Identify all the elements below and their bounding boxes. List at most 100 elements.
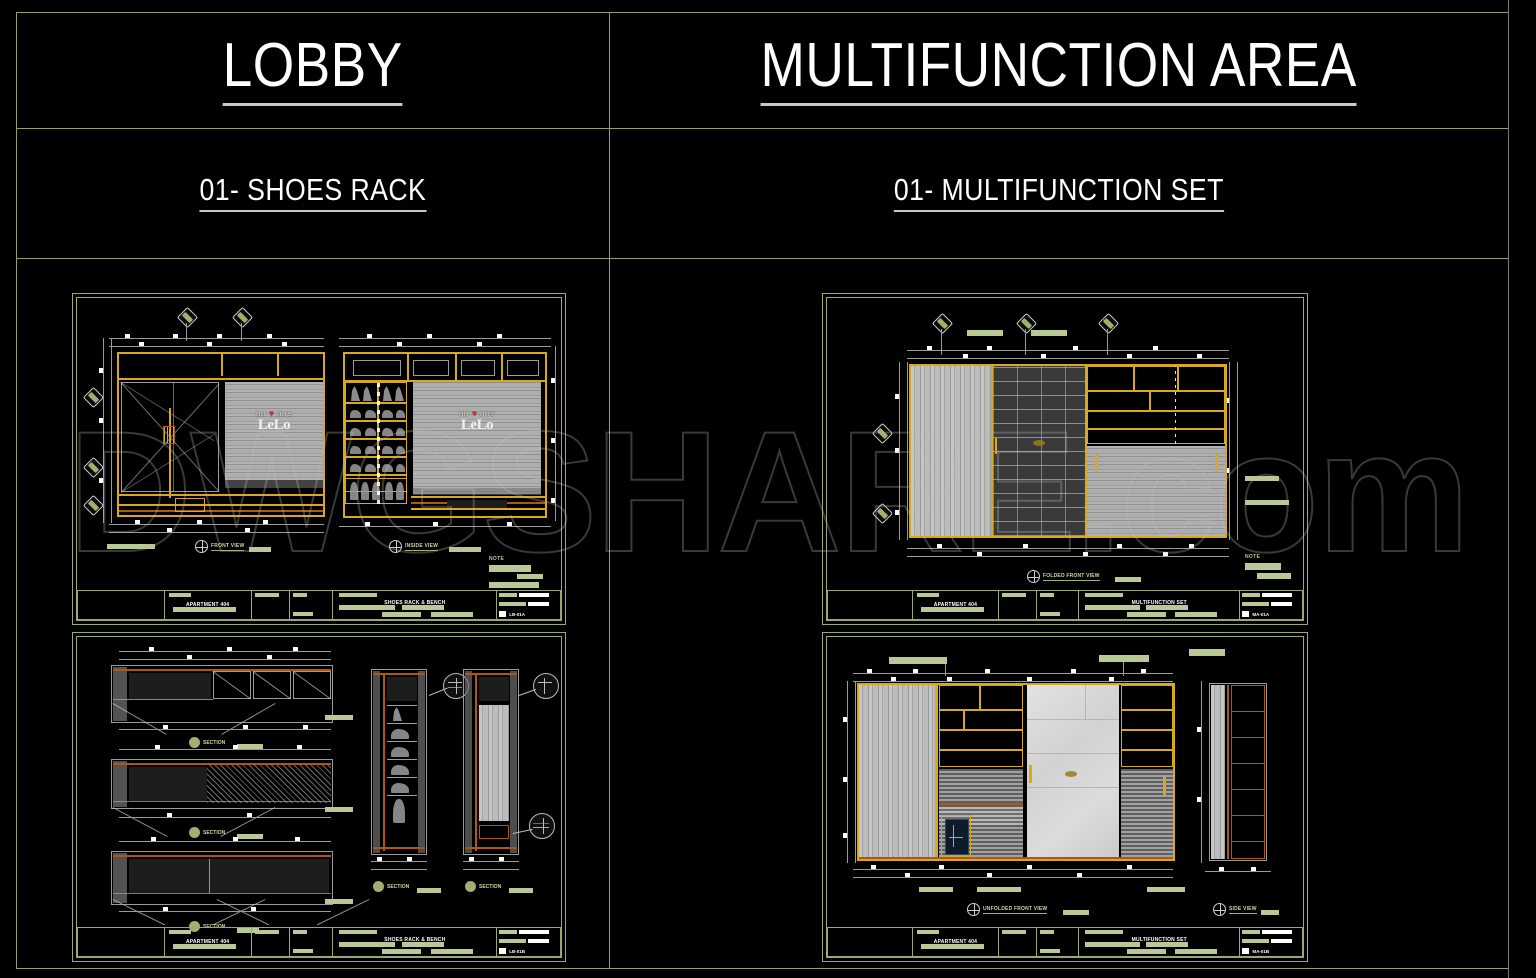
note-block: NOTE	[489, 556, 543, 588]
drawing-panel-lobby-top[interactable]: mr ♥ mrs LeLo FRONT VIEW	[72, 293, 566, 625]
titleblock-mf-bottom: APARTMENT 404 MULTIFUNCTION SET	[827, 927, 1303, 957]
note-label: NOTE	[489, 556, 505, 562]
wood-panel-texture	[225, 382, 323, 480]
subheader-cell-left: 01- SHOES RACK	[16, 128, 609, 258]
tb-cell-project: APARTMENT 404	[913, 591, 999, 619]
subheader-cell-right: 01- MULTIFUNCTION SET	[609, 128, 1508, 258]
section-marker: SECTION	[465, 881, 501, 892]
panel-canvas: FOLDED FRONT VIEW NOTE	[827, 298, 1303, 620]
tb-cell-sheet: MA-01B	[1240, 928, 1302, 956]
titleblock-mf-top: APARTMENT 404 MULTIFUNCTION SET	[827, 590, 1303, 620]
view-tag-unfolded-front-view: UNFOLDED FRONT VIEW	[967, 903, 1048, 916]
section-marker: SECTION	[189, 921, 225, 932]
sheet-code: LB-01A	[509, 611, 526, 617]
tb-cell-date	[290, 591, 334, 619]
heart-icon: ♥	[269, 409, 275, 418]
unfolded-front-cabinet-frame	[857, 683, 1175, 861]
stone-panel	[993, 366, 1085, 536]
tb-cell-date	[1037, 928, 1080, 956]
sheet-code: MA-01A	[1252, 611, 1270, 617]
tb-cell-sheet: MA-01A	[1240, 591, 1302, 619]
tb-cell-sheet: LB-01A	[497, 591, 560, 619]
tb-cell-scale	[252, 928, 291, 956]
heart-icon: ♥	[472, 409, 478, 418]
titleblock-lobby-bottom: APARTMENT 404 SHOES RACK & BENCH	[77, 927, 561, 957]
tb-cell-sheet: LB-01B	[497, 928, 560, 956]
callout-bubble	[871, 422, 894, 445]
view-tag-front-view: FRONT VIEW	[195, 540, 245, 553]
annotation-bar	[107, 544, 155, 549]
tb-cell-scale	[999, 928, 1037, 956]
sheet-code: LB-01B	[509, 948, 526, 954]
callout-bubble	[82, 386, 105, 409]
view-marker-icon	[1213, 903, 1226, 916]
detail-callout-bubble	[529, 813, 555, 839]
titleblock-drawing-title: SHOES RACK & BENCH	[384, 936, 446, 943]
view-marker-icon	[1027, 570, 1040, 583]
callout-bubble	[871, 502, 894, 525]
drawing-panel-mf-bottom[interactable]: UNFOLDED FRONT VIEW SIDE VIEW	[822, 632, 1308, 962]
wood-panel-texture	[413, 382, 541, 494]
frame-line-header-bottom	[16, 128, 1508, 129]
tb-cell-date	[1037, 591, 1080, 619]
note-block: NOTE	[1245, 554, 1291, 579]
subheader-multifunction-set: 01- MULTIFUNCTION SET	[893, 174, 1224, 212]
section-marker-icon	[189, 737, 200, 748]
sheet-icon	[499, 948, 507, 954]
tb-cell-title: MULTIFUNCTION SET	[1079, 591, 1241, 619]
tb-cell-title: SHOES RACK & BENCH	[333, 928, 498, 956]
sheet-icon	[499, 611, 507, 617]
titleblock-project: APARTMENT 404	[933, 602, 978, 608]
wood-slat-panel	[859, 685, 935, 859]
tb-cell-date	[290, 928, 334, 956]
frame-line-top	[16, 12, 1508, 13]
frame-line-subheader-bottom	[16, 258, 1508, 259]
tb-cell-project: APARTMENT 404	[165, 928, 252, 956]
panel-inner-border	[76, 297, 562, 621]
tb-cell-logo	[828, 928, 914, 956]
sheet-icon	[1242, 611, 1250, 617]
tb-cell-project: APARTMENT 404	[913, 928, 999, 956]
callout-bubble	[1097, 312, 1120, 335]
drawing-panel-lobby-bottom[interactable]: SECTION SECTION	[72, 632, 566, 962]
view-tag-side-view: SIDE VIEW	[1213, 903, 1257, 916]
panel-canvas: UNFOLDED FRONT VIEW SIDE VIEW	[827, 637, 1303, 957]
frame-line-left	[16, 12, 17, 968]
section-marker-icon	[465, 881, 476, 892]
section-marker-icon	[189, 921, 200, 932]
brand-logo: mr ♥ mrs LeLo	[458, 409, 496, 433]
header-title-multifunction: MULTIFUNCTION AREA	[760, 34, 1357, 106]
view-marker-icon	[195, 540, 208, 553]
callout-bubble	[931, 312, 954, 335]
header-cell-right: MULTIFUNCTION AREA	[609, 12, 1508, 128]
view-tag-inside-view: INSIDE VIEW	[389, 540, 439, 553]
titleblock-drawing-title: SHOES RACK & BENCH	[384, 599, 446, 606]
tb-cell-logo	[828, 591, 914, 619]
view-marker-icon	[389, 540, 402, 553]
sheet-icon	[1242, 948, 1250, 954]
titleblock-project: APARTMENT 404	[185, 602, 230, 608]
callout-bubble	[176, 306, 199, 329]
titleblock-drawing-title: MULTIFUNCTION SET	[1131, 936, 1187, 943]
inside-view-cabinet-frame	[343, 352, 547, 518]
tb-cell-logo	[78, 928, 165, 956]
callout-bubble	[82, 494, 105, 517]
panel-canvas: SECTION SECTION	[77, 637, 561, 957]
panel-canvas: mr ♥ mrs LeLo FRONT VIEW	[77, 298, 561, 620]
brand-logo: mr ♥ mrs LeLo	[255, 409, 293, 433]
section-marker: SECTION	[373, 881, 409, 892]
wood-slat-panel	[911, 366, 991, 536]
folded-front-cabinet-frame	[909, 364, 1227, 538]
tb-cell-logo	[78, 591, 165, 619]
section-marker: SECTION	[189, 827, 225, 838]
frame-line-right	[1508, 0, 1509, 978]
wood-door-panel	[1087, 446, 1225, 536]
frame-line-center	[609, 12, 610, 968]
view-marker-icon	[967, 903, 980, 916]
drawing-panel-mf-top[interactable]: FOLDED FRONT VIEW NOTE APARTMENT 404	[822, 293, 1308, 625]
section-marker-icon	[373, 881, 384, 892]
note-label: NOTE	[1245, 554, 1261, 560]
section-marker-icon	[189, 827, 200, 838]
tb-cell-scale	[252, 591, 291, 619]
tb-cell-scale	[999, 591, 1037, 619]
